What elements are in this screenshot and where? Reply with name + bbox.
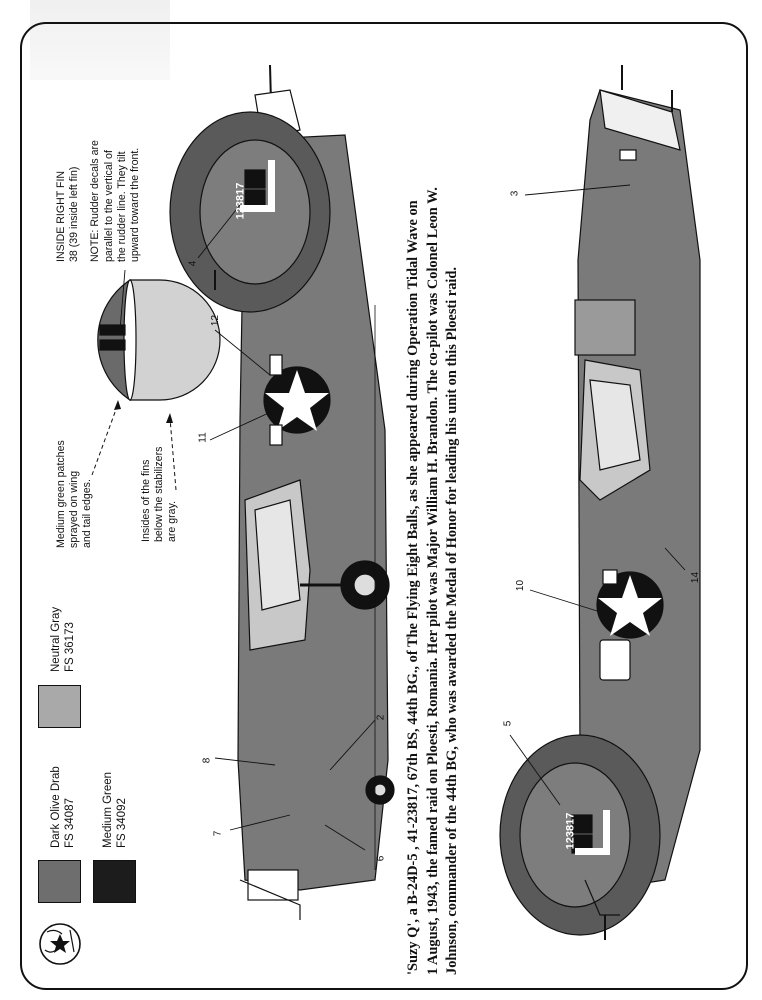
squadron-emblem-icon <box>39 923 81 965</box>
upper-aircraft-profile <box>169 64 395 920</box>
swatch-neutral-gray <box>38 685 81 728</box>
lower-aircraft-profile <box>499 65 701 940</box>
dashed-arrow-icon <box>169 417 177 491</box>
swatch-medium-green <box>93 860 136 903</box>
page-border <box>20 22 748 990</box>
swatch-dark-olive-drab <box>38 860 81 903</box>
lower-star-insignia <box>598 575 662 636</box>
bleed-through-artifact <box>30 0 170 80</box>
dashed-arrow-icon <box>91 403 119 476</box>
callout-leaders <box>119 184 686 851</box>
upper-fuselage <box>237 134 389 891</box>
upper-star-insignia <box>265 370 329 431</box>
